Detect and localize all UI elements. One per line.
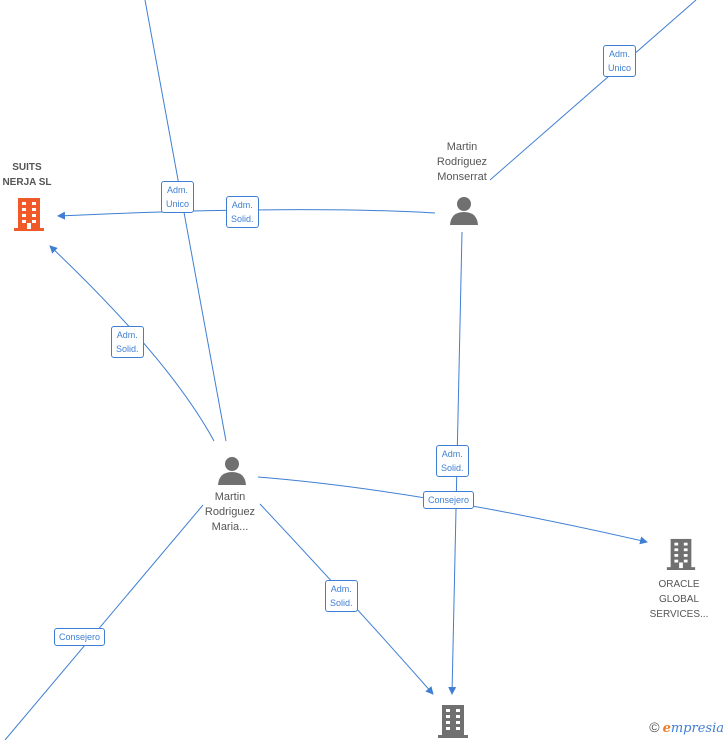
edge-label-line2: Solid. xyxy=(330,598,353,608)
edge-label-line1: Adm. xyxy=(116,330,138,340)
edge-label-line2: Unico xyxy=(166,199,190,209)
edge-label-adm-solid-monserrat-bottom[interactable]: Adm. Solid. xyxy=(436,445,469,477)
building-icon-oracle[interactable] xyxy=(665,536,697,572)
edge-label-line1: Adm. xyxy=(441,449,463,459)
person-name-line1: Martin xyxy=(214,491,246,503)
building-icon-highlight[interactable] xyxy=(12,196,46,232)
company-name-line3: SERVICES... xyxy=(649,609,709,620)
person-name-line2: Rodriguez xyxy=(436,156,488,168)
company-name-line1: SUITS xyxy=(12,162,42,173)
company-name-suits[interactable]: SUITS NERJA SL xyxy=(0,160,72,190)
person-icon-monserrat[interactable] xyxy=(449,195,479,227)
person-name-monserrat[interactable]: Martin Rodriguez Monserrat xyxy=(417,140,507,185)
company-name-line2: GLOBAL xyxy=(658,594,700,605)
edge-line-top-to-maria xyxy=(144,0,227,442)
edge-label-line1: Adm. xyxy=(330,584,352,594)
edge-line-maria-to-oracle xyxy=(257,476,648,545)
edge-label-line2: Solid. xyxy=(441,463,464,473)
edge-label-adm-solid-maria-suits[interactable]: Adm. Solid. xyxy=(111,326,144,358)
edge-line-maria-to-bottomleft xyxy=(4,504,204,740)
edge-label-line1: Adm. xyxy=(609,49,631,59)
copyright-icon: © xyxy=(649,719,660,735)
edge-line-maria-to-suits xyxy=(49,245,215,442)
company-name-oracle[interactable]: ORACLE GLOBAL SERVICES... xyxy=(634,577,724,622)
company-name-line2: NERJA SL xyxy=(2,177,52,188)
edge-label-consejero-oracle[interactable]: Consejero xyxy=(423,491,475,509)
edge-label-adm-solid-maria-bottom[interactable]: Adm. Solid. xyxy=(325,580,358,612)
building-icon-bottom[interactable] xyxy=(436,703,470,739)
edge-label-line2: Solid. xyxy=(116,344,139,354)
edge-label-adm-unico-topright[interactable]: Adm. Unico xyxy=(603,45,637,77)
edge-label-line2: Solid. xyxy=(231,214,254,224)
edge-label-line2: Unico xyxy=(608,63,632,73)
brand-name: mpresia xyxy=(670,721,724,736)
company-name-line1: ORACLE xyxy=(658,579,700,590)
edge-line-topright-to-monserrat xyxy=(489,0,697,181)
person-name-line2: Rodriguez xyxy=(204,506,256,518)
person-name-line3: Maria... xyxy=(211,521,249,533)
edge-line-monserrat-to-suits xyxy=(57,209,436,220)
person-name-line3: Monserrat xyxy=(437,171,487,183)
edge-label-line1: Adm. xyxy=(167,185,189,195)
person-name-line1: Martin xyxy=(446,141,478,153)
brand-e-letter: e xyxy=(662,721,671,736)
edge-label-adm-unico-left[interactable]: Adm. Unico xyxy=(161,181,195,213)
edge-label-adm-solid-monserrat-suits[interactable]: Adm. Solid. xyxy=(226,196,259,228)
empresia-brand: ©empresia xyxy=(649,719,724,736)
person-icon-maria[interactable] xyxy=(217,455,247,487)
edge-label-consejero-bottomleft[interactable]: Consejero xyxy=(54,628,106,646)
edge-label-line1: Adm. xyxy=(231,200,253,210)
person-name-maria[interactable]: Martin Rodriguez Maria... xyxy=(185,490,275,535)
